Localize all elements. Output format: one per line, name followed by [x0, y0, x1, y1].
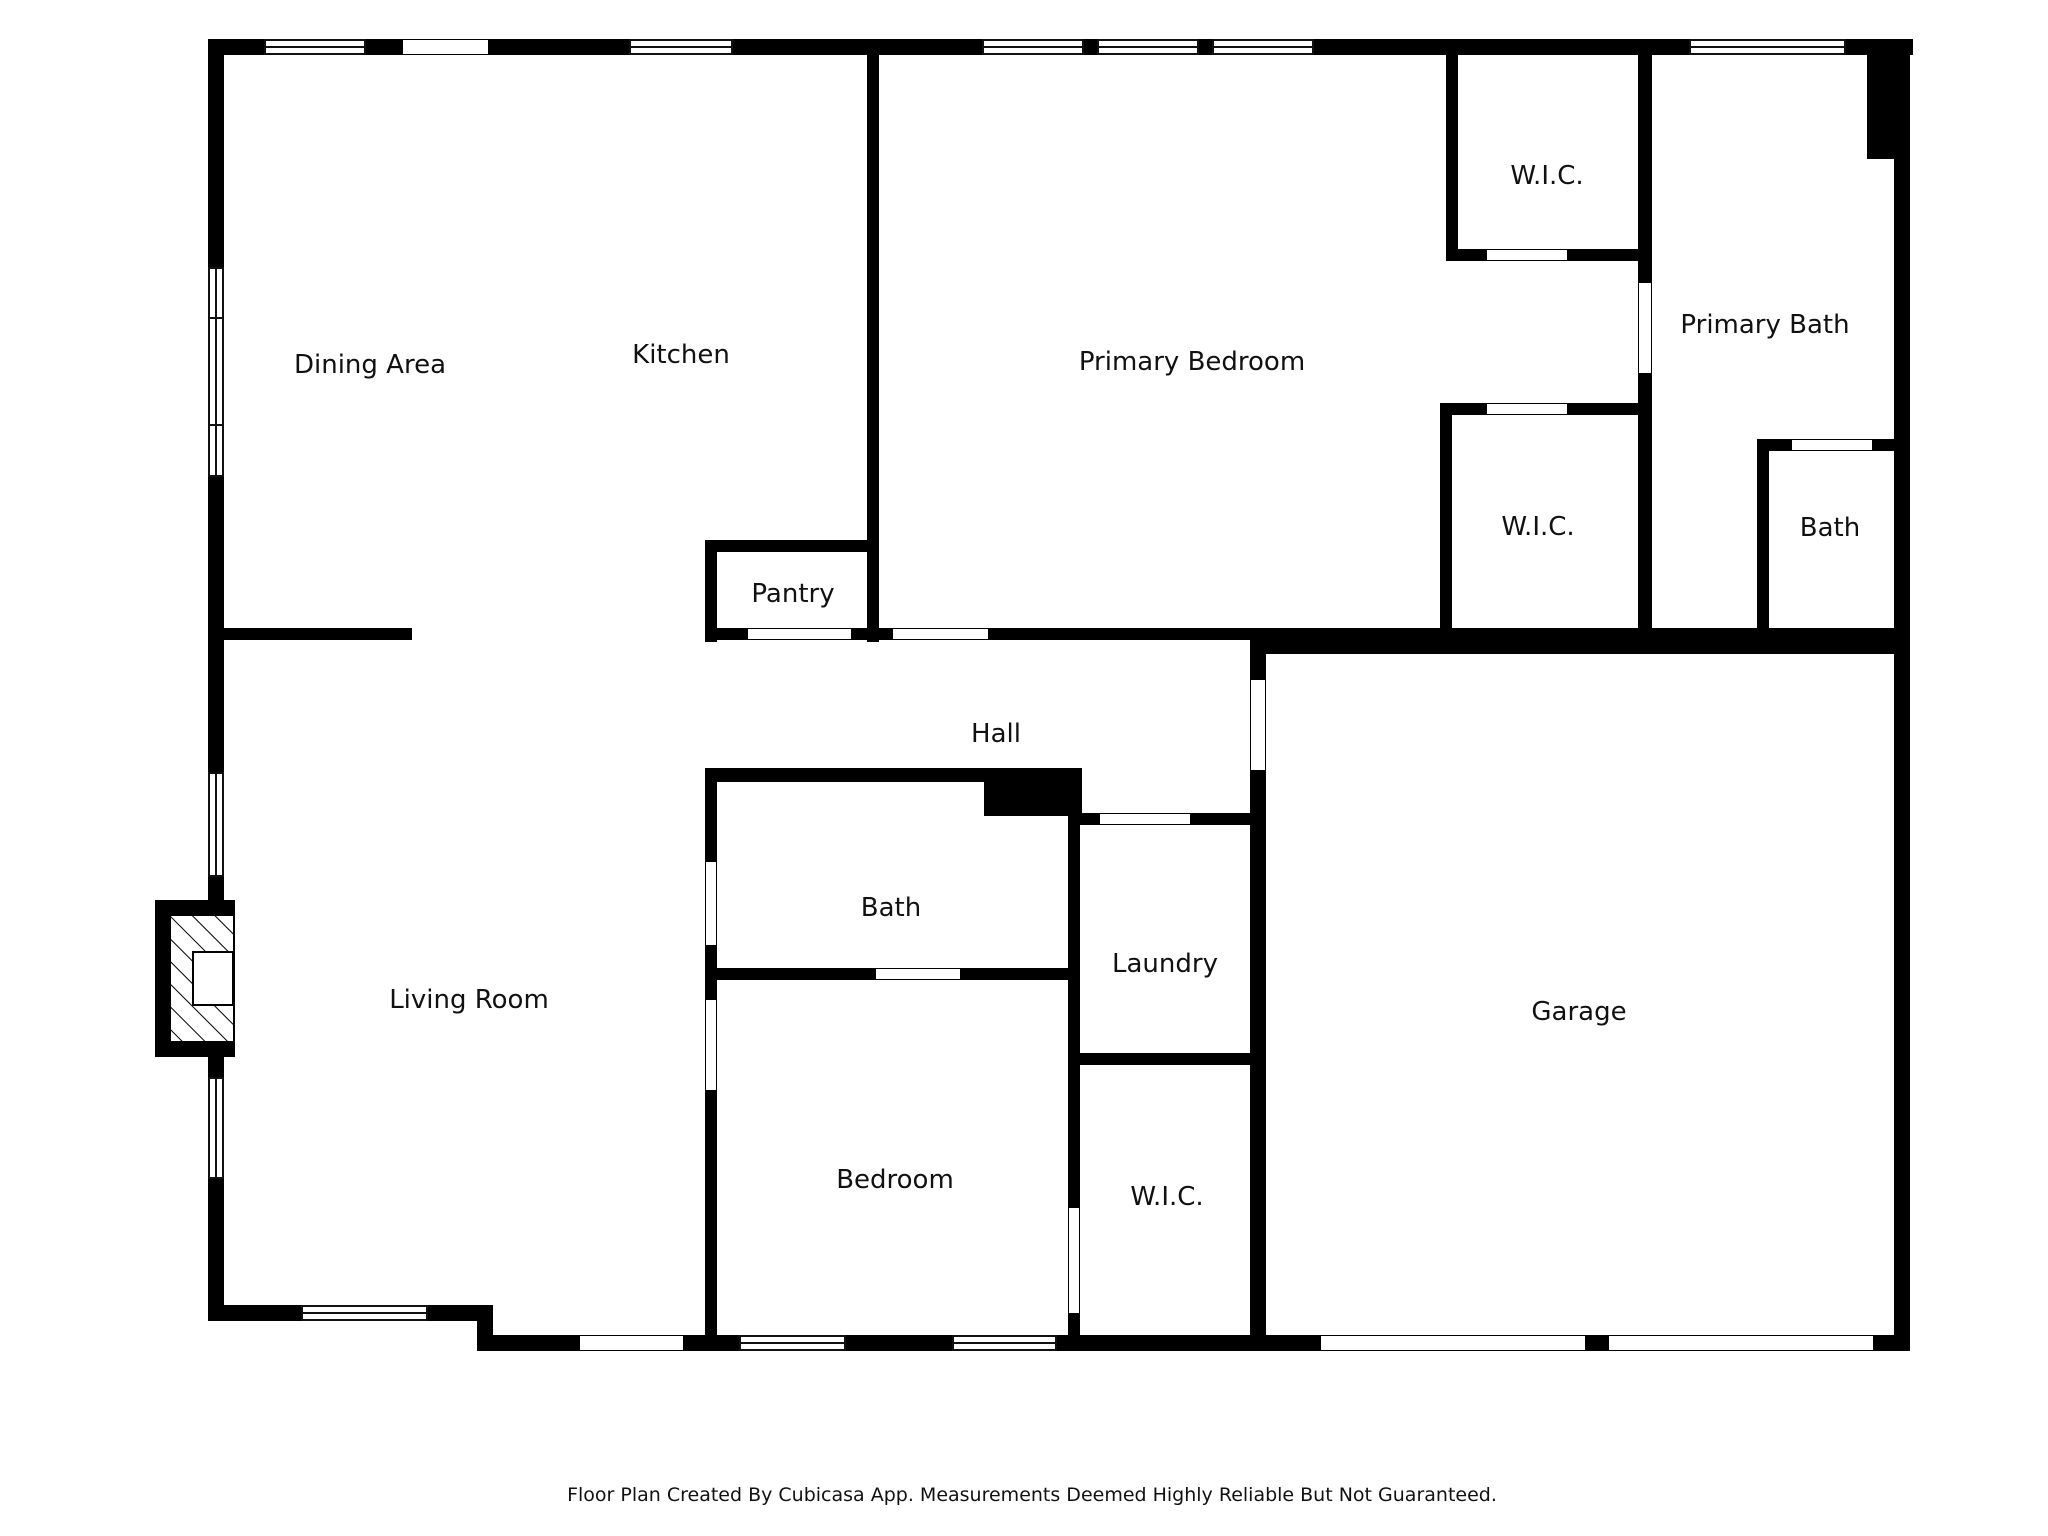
- window: [982, 39, 1084, 55]
- room-label-hall-bath: Bath: [861, 893, 921, 923]
- window: [264, 39, 366, 55]
- fireplace: [155, 900, 235, 1057]
- window: [629, 39, 733, 55]
- windows: [208, 39, 1846, 1351]
- room-label-primary-bath: Primary Bath: [1680, 310, 1849, 340]
- room-label-wic-primary-upper: W.I.C.: [1510, 161, 1583, 191]
- window: [1212, 39, 1314, 55]
- window: [1689, 39, 1846, 55]
- window: [739, 1335, 846, 1351]
- room-label-wic-primary-lower: W.I.C.: [1501, 512, 1574, 542]
- window: [1097, 39, 1199, 55]
- window: [301, 1305, 428, 1321]
- interior-walls: [216, 39, 1910, 1351]
- room-label-bedroom: Bedroom: [836, 1165, 954, 1195]
- room-label-pantry: Pantry: [751, 579, 834, 609]
- window: [208, 267, 224, 477]
- room-label-kitchen: Kitchen: [632, 340, 730, 370]
- room-label-wic-bedroom: W.I.C.: [1130, 1182, 1203, 1212]
- room-labels: Dining Area Kitchen Primary Bedroom W.I.…: [294, 161, 1860, 1212]
- room-label-garage: Garage: [1531, 997, 1626, 1027]
- room-label-primary-bedroom: Primary Bedroom: [1079, 347, 1305, 377]
- room-label-dining-area: Dining Area: [294, 350, 446, 380]
- room-label-living-room: Living Room: [389, 985, 549, 1015]
- window: [208, 772, 224, 877]
- room-label-hall: Hall: [971, 719, 1021, 749]
- room-label-primary-half-bath: Bath: [1800, 513, 1860, 543]
- window: [208, 1077, 224, 1179]
- door-openings: [403, 40, 1873, 1350]
- exterior-walls: [208, 39, 1913, 1351]
- footer-disclaimer: Floor Plan Created By Cubicasa App. Meas…: [567, 1484, 1497, 1506]
- room-label-laundry: Laundry: [1112, 949, 1218, 979]
- window: [952, 1335, 1057, 1351]
